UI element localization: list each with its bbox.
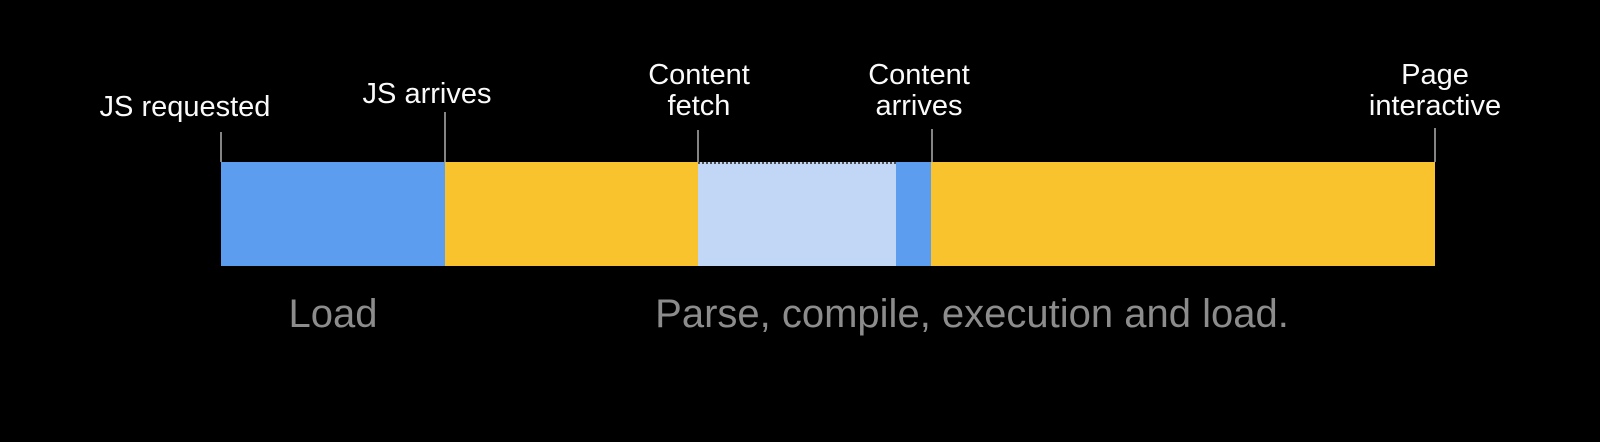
marker-label-line: JS arrives: [362, 78, 492, 110]
marker-label-js-arrives: JS arrives: [363, 79, 492, 110]
segment-parse-compile-2: [931, 162, 1435, 266]
marker-label-line: Content: [868, 59, 970, 91]
segment-parse-compile-1: [445, 162, 698, 266]
tick-js-arrives: [444, 112, 446, 162]
caption-parse-phase: Parse, compile, execution and load.: [655, 292, 1289, 336]
marker-label-line: JS requested: [99, 91, 271, 123]
segment-js-download: [221, 162, 445, 266]
marker-label-line: fetch: [667, 90, 731, 122]
tick-content-arrives: [931, 129, 933, 162]
marker-label-line: Page: [1401, 59, 1469, 91]
tick-content-fetch: [697, 130, 699, 162]
caption-load-phase: Load: [288, 292, 378, 336]
marker-label-line: interactive: [1368, 90, 1502, 122]
marker-label-line: Content: [648, 59, 750, 91]
timeline-bar: [221, 162, 1435, 266]
segment-content-fetch-span: [698, 162, 896, 266]
tick-page-interactive: [1434, 128, 1436, 162]
segment-content-arrival: [896, 162, 931, 266]
tick-js-requested: [220, 132, 222, 162]
marker-label-line: arrives: [875, 90, 963, 122]
marker-label-js-requested: JS requested: [100, 92, 271, 123]
